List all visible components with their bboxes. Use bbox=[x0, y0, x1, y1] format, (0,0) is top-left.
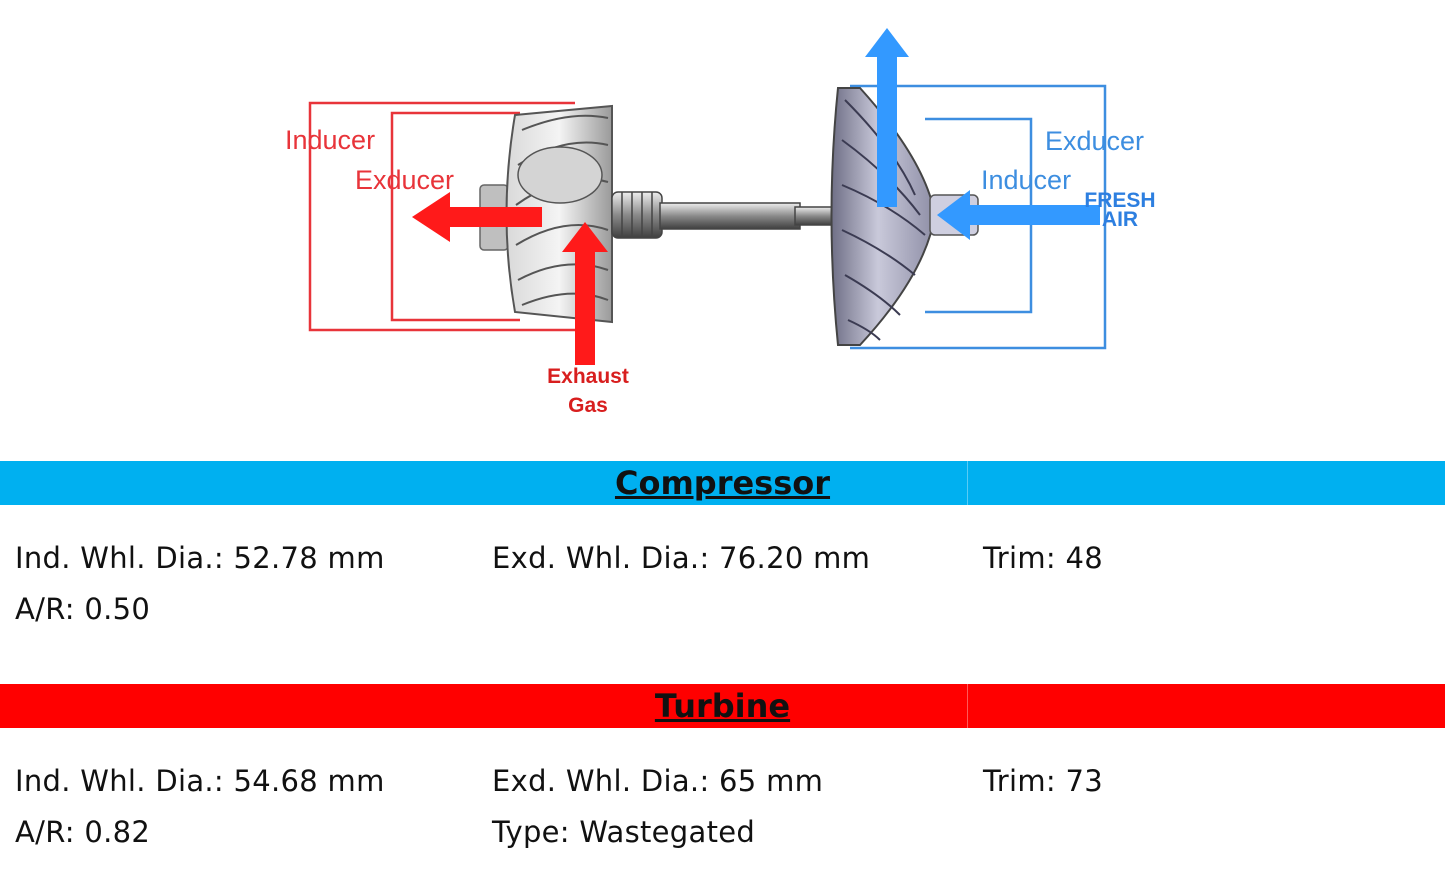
compressed-air-arrow bbox=[865, 28, 909, 207]
compressor-trim: Trim: 48 bbox=[983, 541, 1103, 575]
compressor-header-band: Compressor bbox=[0, 461, 1445, 505]
exhaust-label-line1: Exhaust bbox=[547, 365, 629, 388]
turbine-header-band: Turbine bbox=[0, 684, 1445, 728]
exhaust-in-arrow bbox=[562, 222, 608, 365]
turbine-ar: A/R: 0.82 bbox=[15, 815, 151, 849]
fresh-label-line1: FRESH bbox=[1084, 189, 1156, 212]
turbine-ind-whl-dia: Ind. Whl. Dia.: 54.68 mm bbox=[15, 764, 385, 798]
turbine-exducer-label: Exducer bbox=[355, 165, 455, 195]
turbine-inducer-label: Inducer bbox=[285, 125, 376, 155]
compressor-wheel bbox=[830, 87, 979, 346]
turbine-trim: Trim: 73 bbox=[983, 764, 1103, 798]
band-divider bbox=[967, 684, 968, 728]
compressor-inducer-label: Inducer bbox=[981, 165, 1072, 195]
turbine-inducer-outline bbox=[308, 101, 575, 332]
turbine-exd-whl-dia: Exd. Whl. Dia.: 65 mm bbox=[492, 764, 824, 798]
turbine-type: Type: Wastegated bbox=[492, 815, 756, 849]
fresh-air-arrow bbox=[937, 190, 1100, 240]
compressor-ind-whl-dia: Ind. Whl. Dia.: 52.78 mm bbox=[15, 541, 385, 575]
compressor-title: Compressor bbox=[614, 464, 831, 502]
turbo-wheel-diagram: Inducer Exducer Exhaust Gas Exducer Indu… bbox=[285, 28, 1165, 420]
compressor-ar: A/R: 0.50 bbox=[15, 592, 151, 626]
compressor-exducer-label: Exducer bbox=[1045, 126, 1145, 156]
exhaust-gas-label: Exhaust Gas bbox=[538, 362, 638, 420]
compressor-exd-whl-dia: Exd. Whl. Dia.: 76.20 mm bbox=[492, 541, 871, 575]
fresh-label-line2: AIR bbox=[1101, 208, 1139, 231]
turbine-title: Turbine bbox=[654, 687, 791, 725]
fresh-air-label: FRESH AIR bbox=[1075, 189, 1165, 231]
exhaust-label-line2: Gas bbox=[568, 394, 608, 417]
exhaust-out-arrow bbox=[412, 192, 542, 242]
shaft bbox=[611, 191, 836, 239]
turbo-diagram-graphic bbox=[308, 28, 1107, 365]
band-divider bbox=[967, 461, 968, 505]
